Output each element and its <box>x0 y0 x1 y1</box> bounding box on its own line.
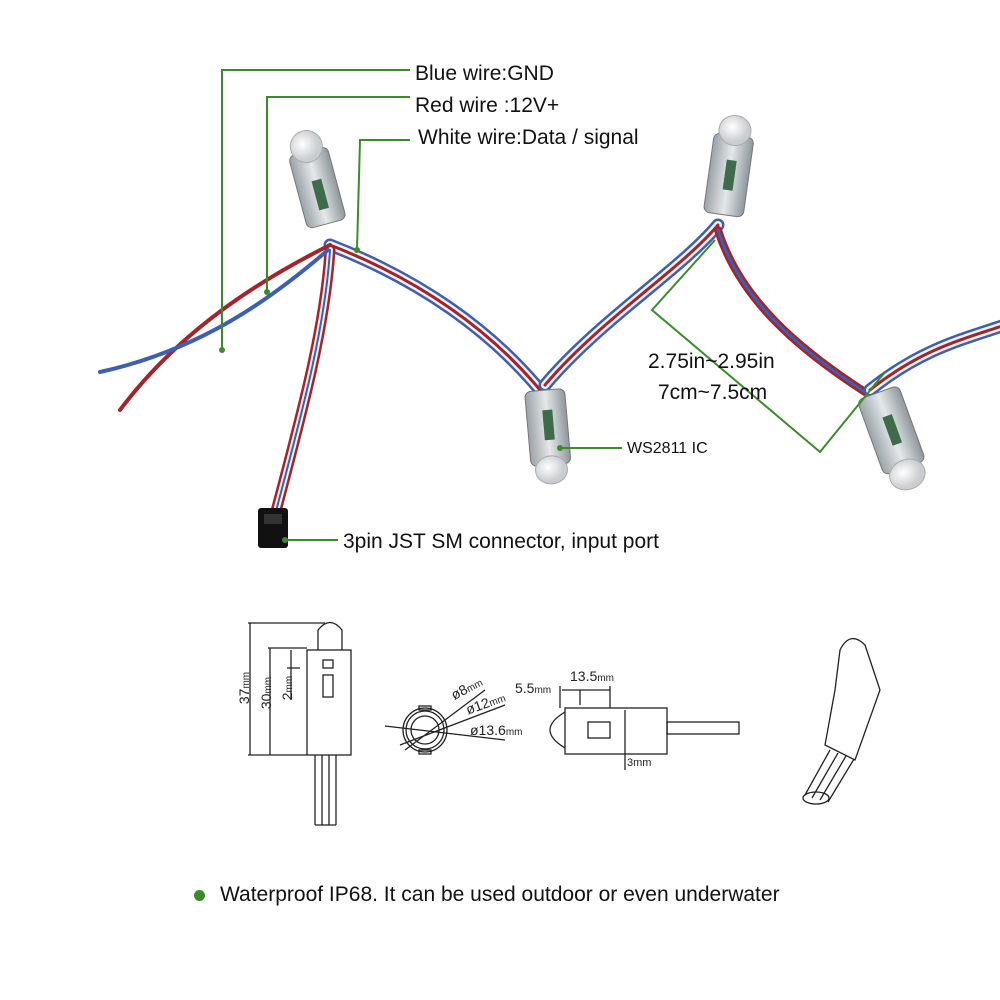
dim-length-b: 13.5mm <box>570 668 614 684</box>
bullet-dot <box>194 890 205 901</box>
loose-red-wire <box>118 243 332 412</box>
led-module-2 <box>524 388 571 485</box>
dim-value: 13.5 <box>570 668 598 684</box>
spacing-cm-label: 7cm~7.5cm <box>658 381 768 404</box>
red-wire-voltage: 12V+ <box>509 94 560 117</box>
dim-unit: mm <box>597 673 614 684</box>
led-module-1 <box>289 130 346 229</box>
leader-lines <box>221 69 886 541</box>
dim-value: 2 <box>279 692 296 701</box>
side-view-drawing <box>549 686 740 770</box>
top-view-drawing <box>384 689 506 755</box>
loose-blue-wire <box>98 248 330 374</box>
dim-value: 5.5 <box>515 680 535 696</box>
dim-unit: mm <box>284 675 296 693</box>
dim-body-height: 30mm <box>258 677 274 709</box>
red-wire-label: Red wire :12V+ <box>415 94 559 118</box>
leader-dots <box>219 247 563 543</box>
front-view-drawing <box>248 621 352 826</box>
cable-3 <box>714 226 869 396</box>
connector-label: 3pin JST SM connector, input port <box>343 530 659 553</box>
cable-2 <box>538 218 725 392</box>
dim-value: ø13.6 <box>470 722 506 738</box>
dim-dia-outer: ø13.6mm <box>470 722 522 738</box>
red-wire-label-text: Red wire : <box>415 94 510 117</box>
led-module-3 <box>703 114 754 218</box>
dim-unit: mm <box>505 727 523 738</box>
white-wire-label: White wire:Data / signal <box>418 126 639 149</box>
input-cable <box>269 244 336 521</box>
dim-offset: 2mm <box>279 676 295 700</box>
dim-unit: mm <box>534 685 552 696</box>
dim-unit: mm <box>241 671 253 689</box>
dim-unit: mm <box>263 676 275 694</box>
dim-value: 30 <box>258 693 275 710</box>
dim-total-height: 37mm <box>236 672 252 704</box>
perspective-drawing <box>802 638 881 805</box>
dim-length-a: 5.5mm <box>515 680 551 696</box>
blue-wire-label: Blue wire:GND <box>415 62 554 85</box>
ic-label: WS2811 IC <box>627 440 708 457</box>
jst-connector <box>258 508 288 548</box>
spacing-inches-label: 2.75in~2.95in <box>648 350 775 373</box>
waterproof-note: Waterproof IP68. It can be used outdoor … <box>220 883 780 906</box>
cable-4 <box>863 319 1000 397</box>
dim-clip-width: 3mm <box>627 757 652 769</box>
led-module-4 <box>858 386 926 491</box>
dim-value: 37 <box>236 688 253 705</box>
cable-1 <box>323 238 547 397</box>
tri-color-cables <box>98 218 1000 521</box>
